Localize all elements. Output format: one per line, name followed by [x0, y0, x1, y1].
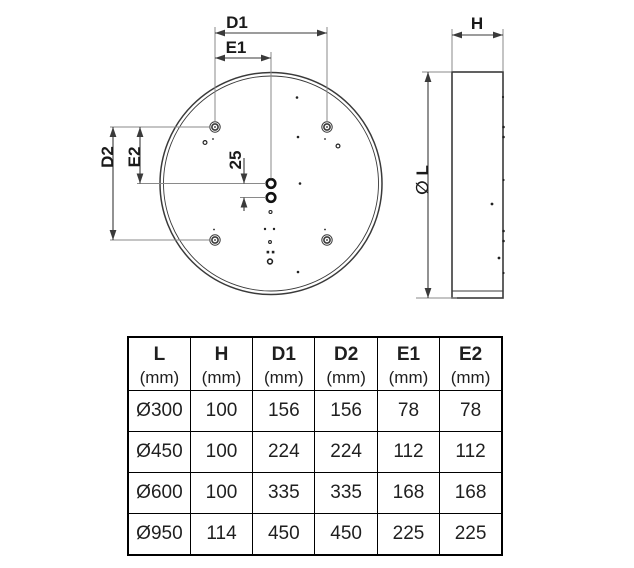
cell: 78	[439, 390, 503, 432]
mounting-hole-bottom-left	[209, 234, 221, 246]
cell: 114	[189, 513, 254, 556]
col-label: D2	[334, 343, 359, 365]
col-header-d2: D2 (mm)	[314, 336, 378, 391]
col-unit: (mm)	[139, 367, 180, 387]
cell: 168	[376, 472, 441, 514]
side-edge-marks	[490, 95, 505, 275]
cell: 335	[314, 472, 378, 514]
col-unit: (mm)	[263, 367, 304, 387]
cell: 112	[439, 431, 503, 473]
dimensions-table: L (mm) H (mm) D1 (mm) D2 (mm) E1 (mm)	[127, 336, 503, 556]
cell: 450	[314, 513, 378, 556]
cell: Ø950	[127, 513, 191, 556]
mounting-hole-top-left	[209, 121, 221, 133]
side-view	[451, 71, 505, 299]
table-row-300: Ø300 100 156 156 78 78	[127, 390, 503, 432]
cell: 168	[439, 472, 503, 514]
dim-label-e2: E2	[125, 147, 144, 168]
dim-label-dia-l: ∅ L	[413, 165, 432, 195]
dim-label-25: 25	[226, 151, 245, 170]
mounting-hole-top-right	[321, 121, 333, 133]
dim-label-e1: E1	[226, 38, 247, 57]
table-row-600: Ø600 100 335 335 168 168	[127, 472, 503, 514]
table-row-950: Ø950 114 450 450 225 225	[127, 513, 503, 556]
dim-label-d1: D1	[226, 13, 248, 32]
cell: 224	[252, 431, 316, 473]
col-unit: (mm)	[326, 367, 366, 387]
col-label: D1	[271, 343, 296, 365]
cell: 100	[189, 431, 254, 473]
side-view-dimensions: H ∅ L	[413, 14, 504, 299]
side-body	[451, 71, 504, 299]
dim-label-h: H	[471, 14, 483, 33]
table-header-row: L (mm) H (mm) D1 (mm) D2 (mm) E1 (mm)	[127, 336, 503, 391]
cell: 450	[252, 513, 316, 556]
cell: 225	[439, 513, 503, 556]
front-view-dimensions: D1 E1 D2 E2 25	[98, 13, 328, 241]
col-label: H	[214, 343, 229, 365]
cell: Ø450	[127, 431, 191, 473]
center-hole-upper	[265, 177, 277, 190]
small-ring-holes	[202, 140, 341, 265]
mounting-hole-bottom-right	[321, 234, 333, 246]
col-unit: (mm)	[388, 367, 429, 387]
cell: 156	[314, 390, 378, 432]
small-holes	[212, 96, 326, 274]
col-label: E1	[396, 343, 421, 365]
dim-label-d2: D2	[98, 146, 117, 168]
table-row-450: Ø450 100 224 224 112 112	[127, 431, 503, 473]
col-header-e2: E2 (mm)	[439, 336, 503, 391]
cell: 156	[252, 390, 316, 432]
technical-drawing: D1 E1 D2 E2 25	[98, 13, 505, 299]
cell: 100	[189, 390, 254, 432]
col-label: L	[153, 343, 166, 365]
col-unit: (mm)	[450, 367, 491, 387]
center-hole-lower	[265, 191, 277, 204]
col-header-h: H (mm)	[189, 336, 254, 391]
col-label: E2	[458, 343, 483, 365]
cell: Ø300	[127, 390, 191, 432]
cell: 224	[314, 431, 378, 473]
cell: 78	[376, 390, 441, 432]
cell: 100	[189, 472, 254, 514]
col-header-e1: E1 (mm)	[376, 336, 441, 391]
cell: 335	[252, 472, 316, 514]
col-header-d1: D1 (mm)	[252, 336, 316, 391]
cell: 225	[376, 513, 441, 556]
col-unit: (mm)	[201, 367, 242, 387]
col-header-l: L (mm)	[127, 336, 191, 391]
cell: Ø600	[127, 472, 191, 514]
cell: 112	[376, 431, 441, 473]
